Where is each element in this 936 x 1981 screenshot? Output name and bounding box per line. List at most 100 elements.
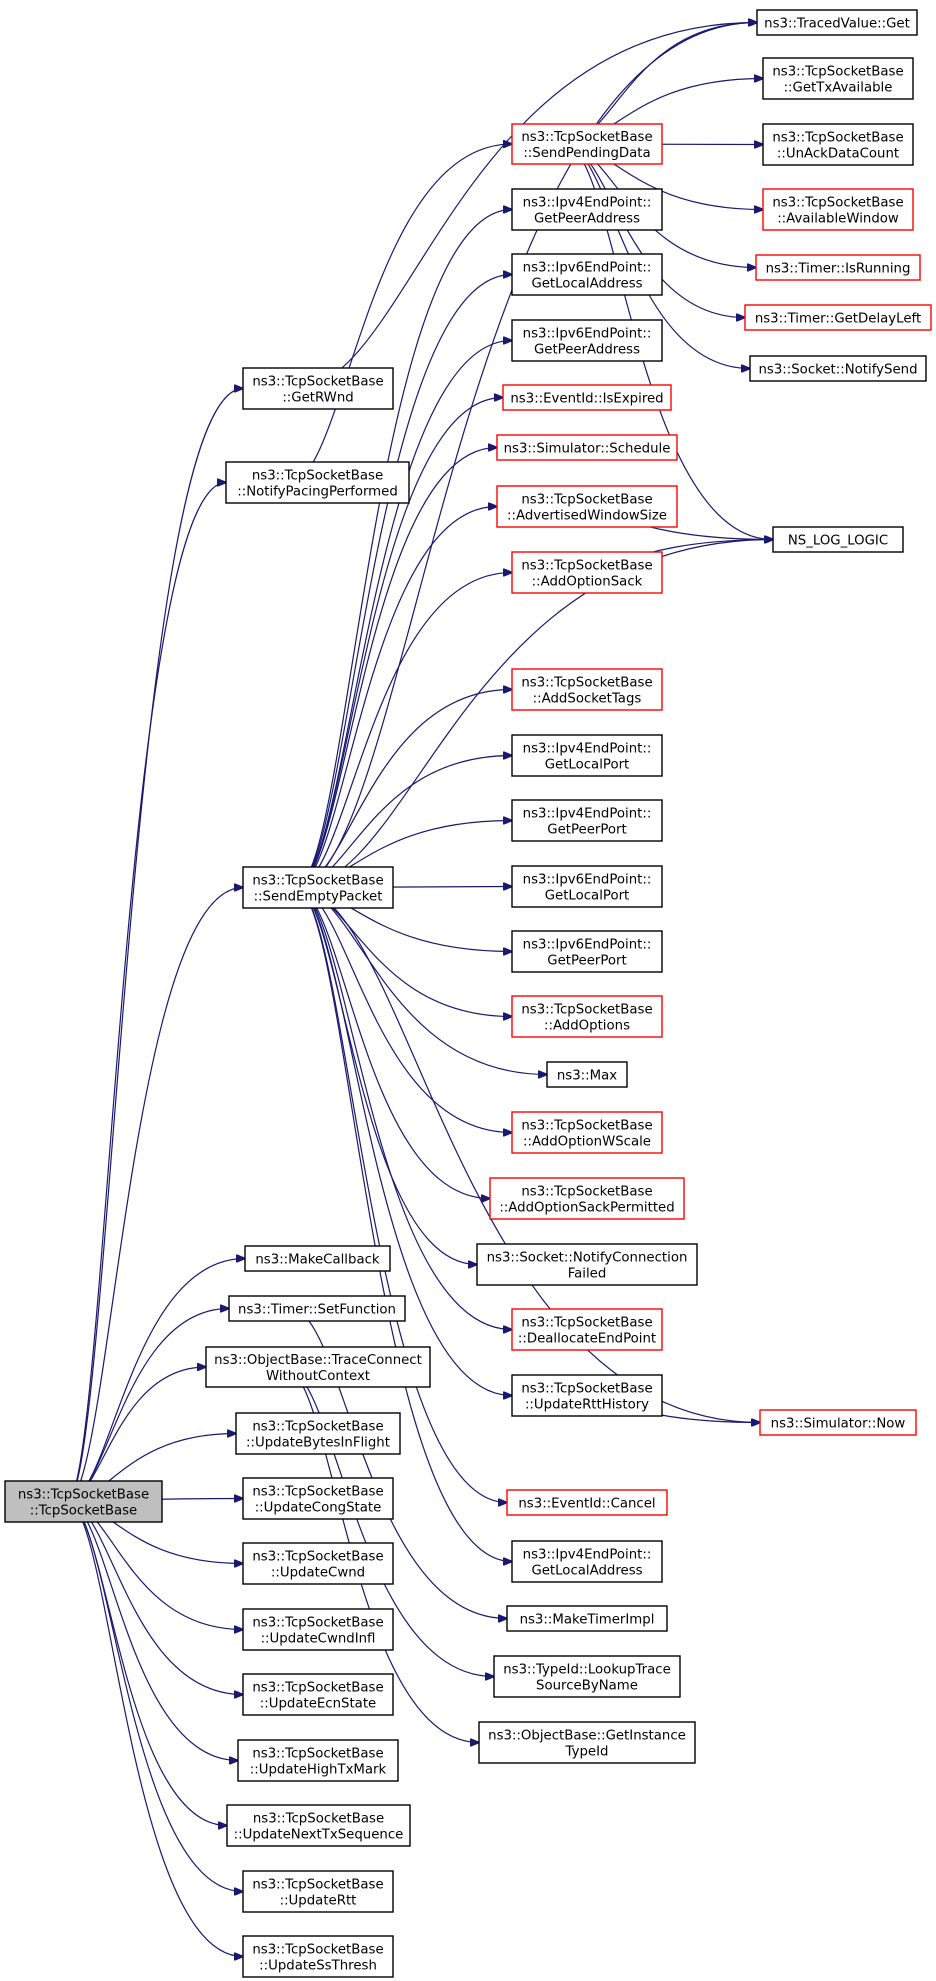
node-maketimerimpl[interactable]: ns3::MakeTimerImpl bbox=[506, 1605, 668, 1632]
node-gettxavailable[interactable]: ns3::TcpSocketBase::GetTxAvailable bbox=[762, 57, 914, 100]
node-advwindow[interactable]: ns3::TcpSocketBase::AdvertisedWindowSize bbox=[496, 485, 678, 528]
node-label: ::UpdateCwnd bbox=[271, 1566, 365, 1581]
node-box bbox=[511, 995, 663, 1038]
edge-root-to-sendempty bbox=[66, 888, 243, 1503]
node-box bbox=[744, 304, 932, 331]
node-label: ns3::TcpSocketBase bbox=[252, 1420, 383, 1435]
node-updateecn[interactable]: ns3::TcpSocketBase::UpdateEcnState bbox=[242, 1673, 394, 1716]
node-box bbox=[242, 1935, 394, 1978]
node-sendempty[interactable]: ns3::TcpSocketBase::SendEmptyPacket bbox=[242, 866, 394, 909]
edge-sendempty-to-ipv4getlocaladdr bbox=[295, 886, 513, 1562]
node-updaterttHistory[interactable]: ns3::TcpSocketBase::UpdateRttHistory bbox=[511, 1374, 663, 1417]
edge-notifypacing-to-sendpending bbox=[290, 144, 512, 484]
node-ipv6getpeerport[interactable]: ns3::Ipv6EndPoint::GetPeerPort bbox=[511, 930, 663, 973]
node-label: ::UpdateEcnState bbox=[260, 1697, 376, 1712]
edge-sendempty-to-ipv4getpeeraddr bbox=[295, 210, 513, 889]
edge-root-to-getrwnd bbox=[66, 389, 243, 1503]
node-updatebytes[interactable]: ns3::TcpSocketBase::UpdateBytesInFlight bbox=[235, 1412, 401, 1455]
node-socketnotifysend[interactable]: ns3::Socket::NotifySend bbox=[749, 355, 927, 382]
node-box bbox=[511, 1540, 663, 1583]
node-tracedvalueget[interactable]: ns3::TracedValue::Get bbox=[756, 9, 918, 36]
node-box bbox=[762, 57, 914, 100]
node-box bbox=[511, 865, 663, 908]
node-label: ns3::TcpSocketBase bbox=[772, 131, 903, 146]
node-box bbox=[511, 188, 663, 231]
node-ipv6getlocaladdr[interactable]: ns3::Ipv6EndPoint::GetLocalAddress bbox=[511, 253, 663, 296]
node-updatecong[interactable]: ns3::TcpSocketBase::UpdateCongState bbox=[242, 1477, 394, 1520]
node-updatecwndinfl[interactable]: ns3::TcpSocketBase::UpdateCwndInfl bbox=[242, 1608, 394, 1651]
node-addoptions[interactable]: ns3::TcpSocketBase::AddOptions bbox=[511, 995, 663, 1038]
edge-sendempty-to-deallocate bbox=[295, 886, 513, 1330]
node-eventcancel[interactable]: ns3::EventId::Cancel bbox=[506, 1489, 668, 1516]
node-box bbox=[242, 1477, 394, 1520]
node-box bbox=[237, 1739, 399, 1782]
node-box bbox=[4, 1480, 163, 1523]
node-sendpending[interactable]: ns3::TcpSocketBase::SendPendingData bbox=[511, 123, 663, 165]
node-ipv6getlocalport[interactable]: ns3::Ipv6EndPoint::GetLocalPort bbox=[511, 865, 663, 908]
node-ipv4getlocalport[interactable]: ns3::Ipv4EndPoint::GetLocalPort bbox=[511, 734, 663, 777]
node-ipv4getpeerport[interactable]: ns3::Ipv4EndPoint::GetPeerPort bbox=[511, 799, 663, 842]
node-timerisrunning[interactable]: ns3::Timer::IsRunning bbox=[755, 254, 921, 281]
node-traceconnect[interactable]: ns3::ObjectBase::TraceConnectWithoutCont… bbox=[205, 1346, 431, 1388]
node-ipv6getpeeraddr[interactable]: ns3::Ipv6EndPoint::GetPeerAddress bbox=[511, 319, 663, 362]
node-updatessthresh[interactable]: ns3::TcpSocketBase::UpdateSsThresh bbox=[242, 1935, 394, 1978]
node-addoptionsack[interactable]: ns3::TcpSocketBase::AddOptionSack bbox=[511, 551, 663, 594]
node-label: ::UnAckDataCount bbox=[777, 147, 899, 162]
node-box bbox=[496, 434, 678, 461]
node-label: ::AddSocketTags bbox=[533, 692, 642, 707]
node-label: ns3::Simulator::Now bbox=[771, 1417, 906, 1432]
node-label: ns3::Timer::SetFunction bbox=[238, 1303, 396, 1318]
node-box bbox=[493, 1655, 681, 1698]
node-addoptionwscale[interactable]: ns3::TcpSocketBase::AddOptionWScale bbox=[511, 1111, 663, 1154]
node-box bbox=[226, 1804, 411, 1847]
node-label: ns3::Ipv4EndPoint:: bbox=[523, 196, 652, 211]
node-updatertt[interactable]: ns3::TcpSocketBase::UpdateRtt bbox=[242, 1870, 394, 1913]
node-updatehightx[interactable]: ns3::TcpSocketBase::UpdateHighTxMark bbox=[237, 1739, 399, 1782]
node-label: ::SendPendingData bbox=[523, 146, 650, 161]
edge-sendempty-to-addoptionwscale bbox=[295, 886, 513, 1133]
node-label: ns3::TcpSocketBase bbox=[252, 1681, 383, 1696]
node-ipv4getlocaladdr[interactable]: ns3::Ipv4EndPoint::GetLocalAddress bbox=[511, 1540, 663, 1583]
edge-root-to-notifypacing bbox=[66, 483, 226, 1503]
node-notifypacing[interactable]: ns3::TcpSocketBase::NotifyPacingPerforme… bbox=[225, 461, 410, 504]
node-updatenexttx[interactable]: ns3::TcpSocketBase::UpdateNextTxSequence bbox=[226, 1804, 411, 1847]
node-simnow[interactable]: ns3::Simulator::Now bbox=[759, 1409, 917, 1436]
node-nsloglogic[interactable]: NS_LOG_LOGIC bbox=[772, 526, 904, 553]
node-box bbox=[511, 1111, 663, 1154]
node-timersetfunction[interactable]: ns3::Timer::SetFunction bbox=[228, 1295, 406, 1322]
node-label: ::DeallocateEndPoint bbox=[518, 1332, 656, 1347]
node-addoptionsackperm[interactable]: ns3::TcpSocketBase::AddOptionSackPermitt… bbox=[489, 1177, 685, 1220]
node-timergetdelayleft[interactable]: ns3::Timer::GetDelayLeft bbox=[744, 304, 932, 331]
node-box bbox=[242, 1870, 394, 1913]
node-box bbox=[242, 1608, 394, 1651]
node-label: GetLocalAddress bbox=[531, 1564, 642, 1579]
edge-sendempty-to-addoptionsack bbox=[295, 573, 513, 889]
node-getrwnd[interactable]: ns3::TcpSocketBase::GetRWnd bbox=[242, 367, 394, 410]
edge-timersetfunction-to-maketimerimpl bbox=[290, 1307, 507, 1619]
node-updatecwnd[interactable]: ns3::TcpSocketBase::UpdateCwnd bbox=[242, 1542, 394, 1585]
node-box bbox=[759, 1409, 917, 1436]
node-label: NS_LOG_LOGIC bbox=[788, 534, 888, 549]
node-ipv4getpeeraddr[interactable]: ns3::Ipv4EndPoint::GetPeerAddress bbox=[511, 188, 663, 231]
node-makecallback[interactable]: ns3::MakeCallback bbox=[244, 1245, 391, 1272]
node-unackdatacount[interactable]: ns3::TcpSocketBase::UnAckDataCount bbox=[762, 123, 914, 166]
node-label: ns3::TcpSocketBase bbox=[252, 1550, 383, 1565]
edge-sendempty-to-updaterttHistory bbox=[295, 886, 513, 1396]
node-label: ns3::TypeId::LookupTrace bbox=[503, 1663, 671, 1678]
node-eventisexpired[interactable]: ns3::EventId::IsExpired bbox=[502, 384, 672, 411]
node-label: ::AddOptionSack bbox=[532, 575, 643, 590]
node-box bbox=[511, 799, 663, 842]
node-label: ns3::TcpSocketBase bbox=[252, 1878, 383, 1893]
node-availablewindow[interactable]: ns3::TcpSocketBase::AvailableWindow bbox=[762, 188, 914, 231]
node-max[interactable]: ns3::Max bbox=[546, 1061, 628, 1088]
node-root[interactable]: ns3::TcpSocketBase::TcpSocketBase bbox=[4, 1480, 163, 1523]
node-deallocate[interactable]: ns3::TcpSocketBase::DeallocateEndPoint bbox=[511, 1308, 663, 1351]
node-addsockettags[interactable]: ns3::TcpSocketBase::AddSocketTags bbox=[511, 668, 663, 711]
node-label: ::AdvertisedWindowSize bbox=[507, 509, 667, 524]
node-box bbox=[511, 1308, 663, 1351]
node-label: ns3::ObjectBase::GetInstance bbox=[488, 1729, 686, 1744]
node-simschedule[interactable]: ns3::Simulator::Schedule bbox=[496, 434, 678, 461]
